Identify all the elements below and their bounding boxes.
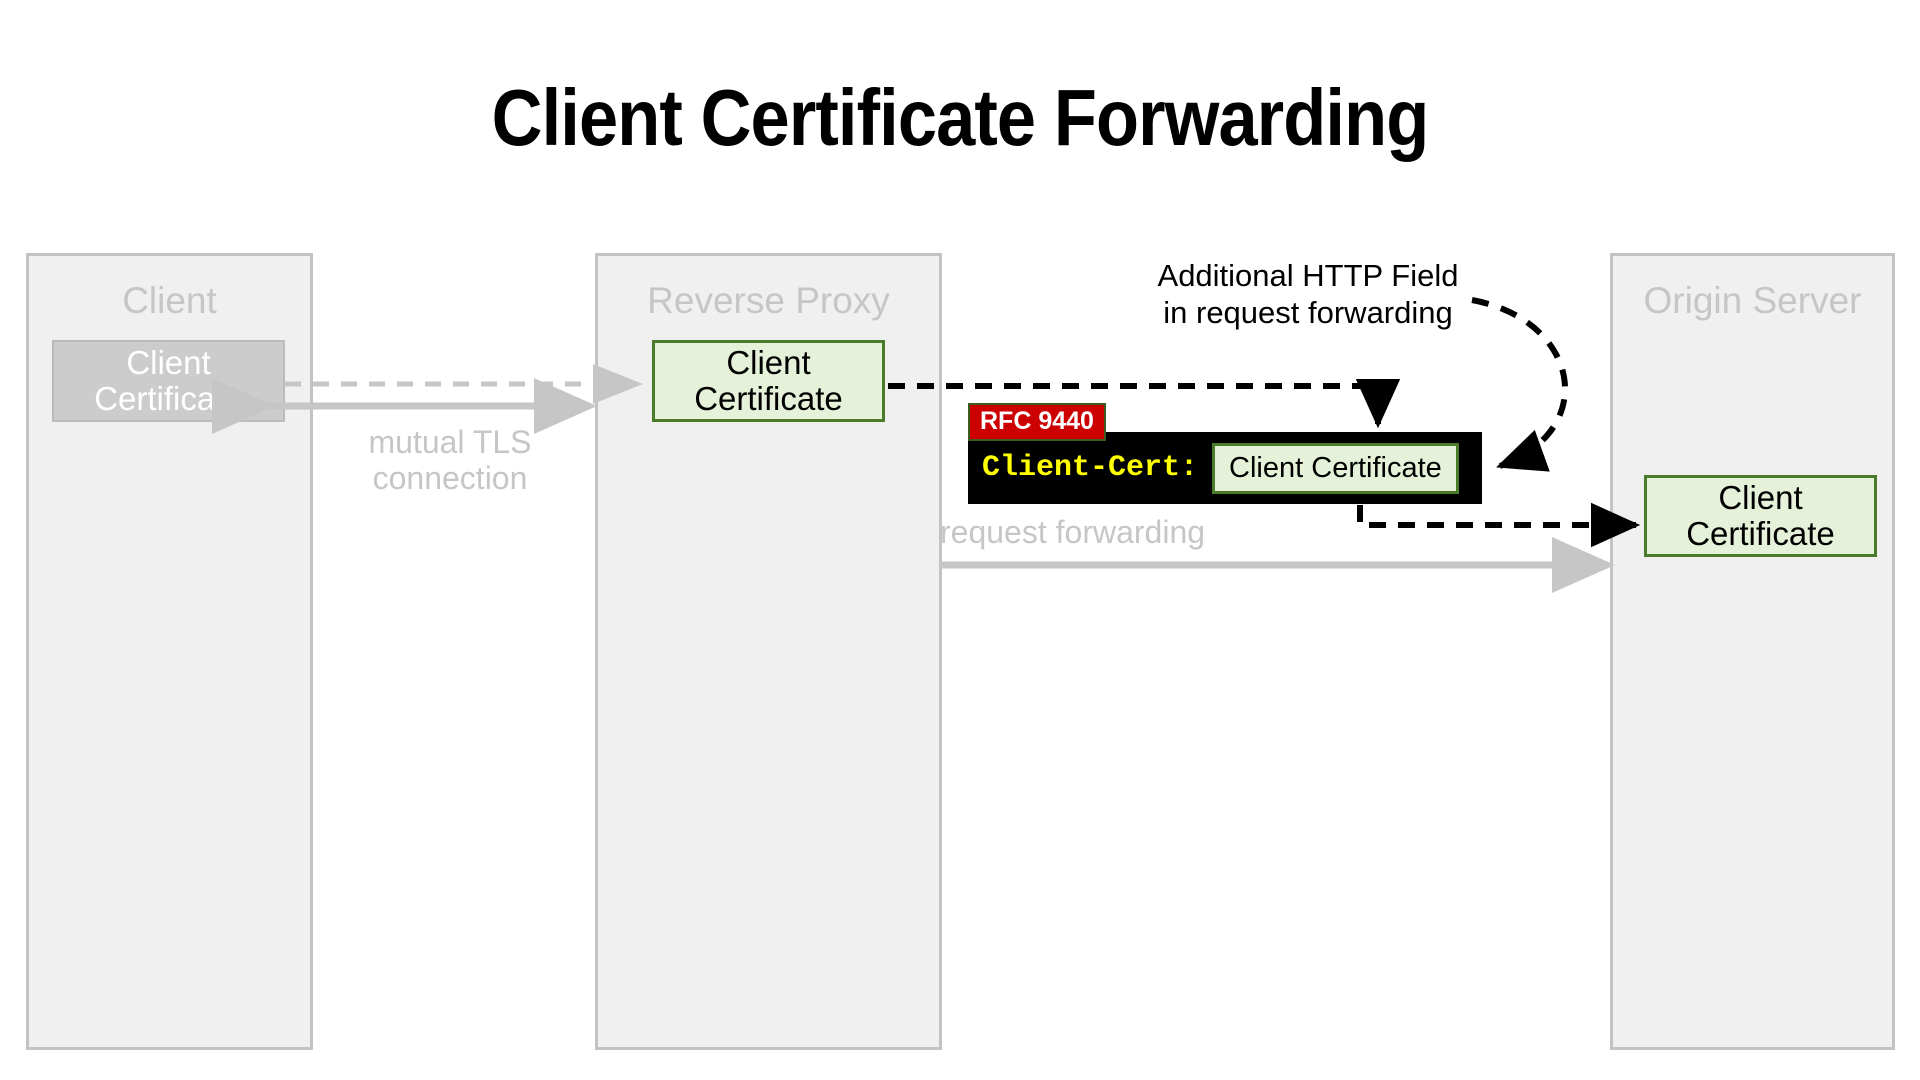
lane-label-origin-server: Origin Server: [1643, 280, 1862, 321]
rfc-9440-badge: RFC 9440: [968, 403, 1106, 441]
page-title: Client Certificate Forwarding: [491, 73, 1430, 162]
http-field-value: Client Certificate: [1212, 442, 1459, 494]
edge-label-request-forwarding: request forwarding: [940, 514, 1206, 550]
lane-origin-server: Origin Server: [1610, 253, 1895, 1050]
wire-proxy-cert-to-http-field: [888, 379, 1401, 429]
http-field-name: Client-Cert:: [982, 451, 1199, 485]
lane-label-reverse-proxy: Reverse Proxy: [647, 280, 890, 321]
lane-label-client: Client: [122, 280, 217, 321]
wire-http-field-to-origin-cert: [1357, 502, 1641, 548]
annotation-additional-http-field: Additional HTTP Field in request forward…: [1157, 258, 1459, 330]
client-certificate-box-client: Client Certificate: [52, 340, 285, 422]
edge-label-mutual-tls: mutual TLS connection: [368, 424, 532, 496]
wire-annotation-to-http-field: [1471, 297, 1568, 472]
client-certificate-box-proxy: Client Certificate: [652, 340, 885, 422]
http-field-box: Client-Cert: Client Certificate: [968, 432, 1482, 504]
client-certificate-box-origin: Client Certificate: [1644, 475, 1877, 557]
